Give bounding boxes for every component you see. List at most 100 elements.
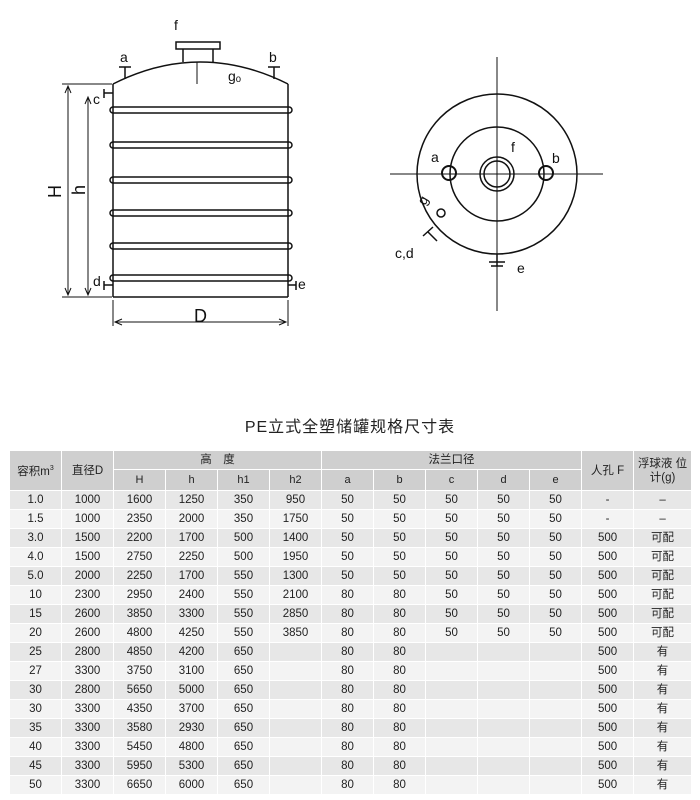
table-cell xyxy=(425,680,478,700)
table-cell: 可配 xyxy=(633,604,693,624)
table-cell: 80 xyxy=(321,756,374,776)
table-cell: 有 xyxy=(633,737,693,757)
table-cell: 500 xyxy=(581,604,635,624)
table-cell: 6650 xyxy=(113,775,166,795)
table-cell: 1500 xyxy=(61,528,114,548)
tank-technical-drawing: a b f gₒ c d e H h D a b f g c,d e xyxy=(45,17,603,326)
table-cell: 2300 xyxy=(61,585,114,605)
table-cell: 80 xyxy=(373,623,426,643)
table-cell: 3.0 xyxy=(9,528,62,548)
table-cell: – xyxy=(633,490,693,510)
label-h-lower: h xyxy=(69,185,89,195)
table-cell: 有 xyxy=(633,699,693,719)
table-cell: 80 xyxy=(373,585,426,605)
table-cell: 50 xyxy=(425,528,478,548)
table-cell: 80 xyxy=(321,604,374,624)
table-cell xyxy=(425,661,478,681)
table-cell: 80 xyxy=(373,604,426,624)
table-cell: 1750 xyxy=(269,509,322,529)
table-cell: 1.0 xyxy=(9,490,62,510)
table-cell: 50 xyxy=(373,547,426,567)
table-cell: 50 xyxy=(477,623,530,643)
label-d-width: D xyxy=(194,306,207,326)
table-cell: 2800 xyxy=(61,642,114,662)
table-cell: 2950 xyxy=(113,585,166,605)
label-f: f xyxy=(174,17,178,33)
table-cell: 50 xyxy=(373,509,426,529)
table-cell: 500 xyxy=(581,718,635,738)
table-cell: 1950 xyxy=(269,547,322,567)
subheader-flange-a: a xyxy=(321,469,374,491)
table-cell xyxy=(477,642,530,662)
table-cell: 500 xyxy=(581,680,635,700)
table-cell: 6000 xyxy=(165,775,218,795)
table-cell: 10 xyxy=(9,585,62,605)
table-cell: 50 xyxy=(425,585,478,605)
table-cell xyxy=(425,642,478,662)
table-cell: - xyxy=(581,490,635,510)
table-cell: 50 xyxy=(528,566,583,586)
table-cell: 30 xyxy=(9,699,62,719)
table-cell: – xyxy=(633,509,693,529)
table-cell: 可配 xyxy=(633,623,693,643)
table-cell: 500 xyxy=(581,661,635,681)
table-cell: 500 xyxy=(581,756,635,776)
table-cell: 50 xyxy=(321,490,374,510)
table-cell: 有 xyxy=(633,680,693,700)
table-cell: 350 xyxy=(217,509,270,529)
table-cell: 3750 xyxy=(113,661,166,681)
table-cell xyxy=(269,775,322,795)
table-cell: 50 xyxy=(477,566,530,586)
subheader-flange-e: e xyxy=(528,469,583,491)
label-go: gₒ xyxy=(228,68,241,84)
table-cell: 1300 xyxy=(269,566,322,586)
table-cell: 50 xyxy=(528,490,583,510)
header-volume: 容积m3 xyxy=(9,450,62,491)
subheader-flange-b: b xyxy=(373,469,426,491)
table-cell: 950 xyxy=(269,490,322,510)
table-cell: 550 xyxy=(217,623,270,643)
label-h-upper: H xyxy=(45,185,65,198)
table-cell: 5650 xyxy=(113,680,166,700)
table-cell: 3580 xyxy=(113,718,166,738)
subheader-flange-d: d xyxy=(477,469,530,491)
table-cell: 350 xyxy=(217,490,270,510)
table-cell: 500 xyxy=(217,528,270,548)
table-cell: 50 xyxy=(425,490,478,510)
table-cell xyxy=(269,642,322,662)
table-cell: 1700 xyxy=(165,566,218,586)
table-cell: 15 xyxy=(9,604,62,624)
table-cell: 5950 xyxy=(113,756,166,776)
side-view-dimensions xyxy=(62,83,289,326)
table-cell xyxy=(425,756,478,776)
table-cell xyxy=(528,699,583,719)
table-title: PE立式全塑储罐规格尺寸表 xyxy=(244,419,456,436)
table-cell: 650 xyxy=(217,680,270,700)
table-cell: 500 xyxy=(581,547,635,567)
table-cell: 80 xyxy=(373,642,426,662)
table-cell: 5300 xyxy=(165,756,218,776)
table-cell: 4.0 xyxy=(9,547,62,567)
table-cell: - xyxy=(581,509,635,529)
header-diameter: 直径D xyxy=(61,450,114,491)
table-cell xyxy=(528,680,583,700)
table-cell: 50 xyxy=(425,547,478,567)
table-cell xyxy=(528,756,583,776)
table-cell: 1700 xyxy=(165,528,218,548)
table-cell: 3100 xyxy=(165,661,218,681)
table-cell xyxy=(477,718,530,738)
table-cell: 1.5 xyxy=(9,509,62,529)
table-cell xyxy=(425,775,478,795)
table-cell: 40 xyxy=(9,737,62,757)
top-label-cd: c,d xyxy=(395,245,414,261)
table-cell xyxy=(528,661,583,681)
table-cell: 27 xyxy=(9,661,62,681)
table-cell: 35 xyxy=(9,718,62,738)
table-cell: 3300 xyxy=(61,737,114,757)
table-cell: 500 xyxy=(217,547,270,567)
